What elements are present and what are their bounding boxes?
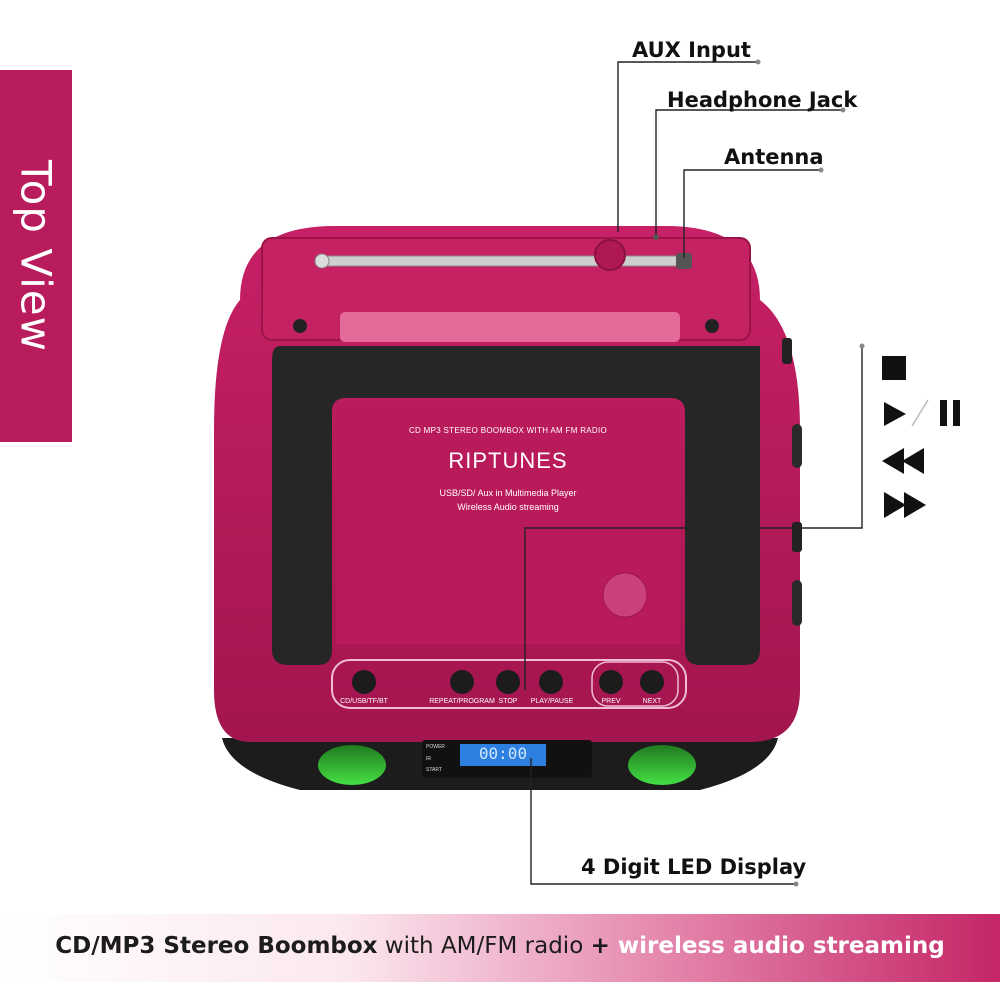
stop-icon	[882, 356, 906, 380]
stop-label: STOP	[498, 698, 518, 705]
panel-feature-line-2: Wireless Audio streaming	[457, 502, 559, 512]
rewind-icon	[882, 448, 924, 474]
stop-button[interactable]	[496, 670, 520, 694]
brand-logo-text: RIPTUNES	[448, 448, 568, 473]
carry-handle	[272, 346, 760, 665]
pause-icon	[940, 400, 960, 426]
tagline-streaming: wireless audio streaming	[609, 933, 945, 959]
prev-label: PREV	[601, 698, 621, 705]
play-pause-button[interactable]	[539, 670, 563, 694]
lcd-screen	[460, 744, 546, 766]
ir-indicator-label: IR	[426, 756, 431, 762]
tagline: CD/MP3 Stereo Boombox with AM/FM radio +…	[0, 933, 1000, 959]
fast-forward-icon	[884, 492, 926, 518]
tagline-bar	[0, 914, 1000, 982]
controls-leader-line	[524, 348, 863, 690]
left-speaker-glow	[318, 745, 386, 785]
led-display-callout: 4 Digit LED Display	[581, 855, 807, 879]
headphone-jack-callout: Headphone Jack	[667, 88, 858, 112]
source-button[interactable]	[352, 670, 376, 694]
source-button-label: CD/USB/TF/BT	[340, 698, 388, 705]
repeat-program-label: REPEAT/PROGRAM	[429, 698, 495, 705]
tagline-plus: +	[590, 933, 610, 959]
headphone-leader-line	[655, 109, 841, 234]
prev-button[interactable]	[599, 670, 623, 694]
lcd-digits: 00:00	[478, 744, 528, 763]
headphone-jack-port	[653, 234, 659, 240]
top-view-tab: Top View	[0, 70, 72, 442]
start-indicator-label: START	[426, 767, 442, 773]
volume-knob[interactable]	[792, 424, 802, 468]
next-button[interactable]	[640, 670, 664, 694]
control-button-bar	[331, 659, 687, 709]
display-leader-line	[530, 758, 794, 885]
play-icon	[884, 402, 906, 426]
tagline-radio: with AM/FM radio	[377, 933, 591, 959]
lid-open-button[interactable]	[602, 572, 648, 618]
antenna-callout: Antenna	[724, 145, 824, 169]
right-speaker-glow	[628, 745, 696, 785]
tagline-product: CD/MP3 Stereo Boombox	[55, 933, 378, 959]
antenna-leader-line	[683, 169, 819, 258]
panel-feature-line-1: USB/SD/ Aux in Multimedia Player	[439, 488, 577, 498]
repeat-program-button[interactable]	[450, 670, 474, 694]
play-pause-label: PLAY/PAUSE	[530, 698, 574, 705]
next-label: NEXT	[642, 698, 662, 705]
side-switch[interactable]	[792, 522, 802, 552]
power-indicator-label: POWER	[426, 744, 445, 750]
aux-leader-line	[617, 61, 756, 232]
aux-input-callout: AUX Input	[632, 38, 751, 62]
tuning-knob[interactable]	[792, 580, 802, 626]
aux-input-port	[594, 239, 626, 271]
panel-title-line: CD MP3 STEREO BOOMBOX WITH AM FM RADIO	[408, 426, 608, 435]
